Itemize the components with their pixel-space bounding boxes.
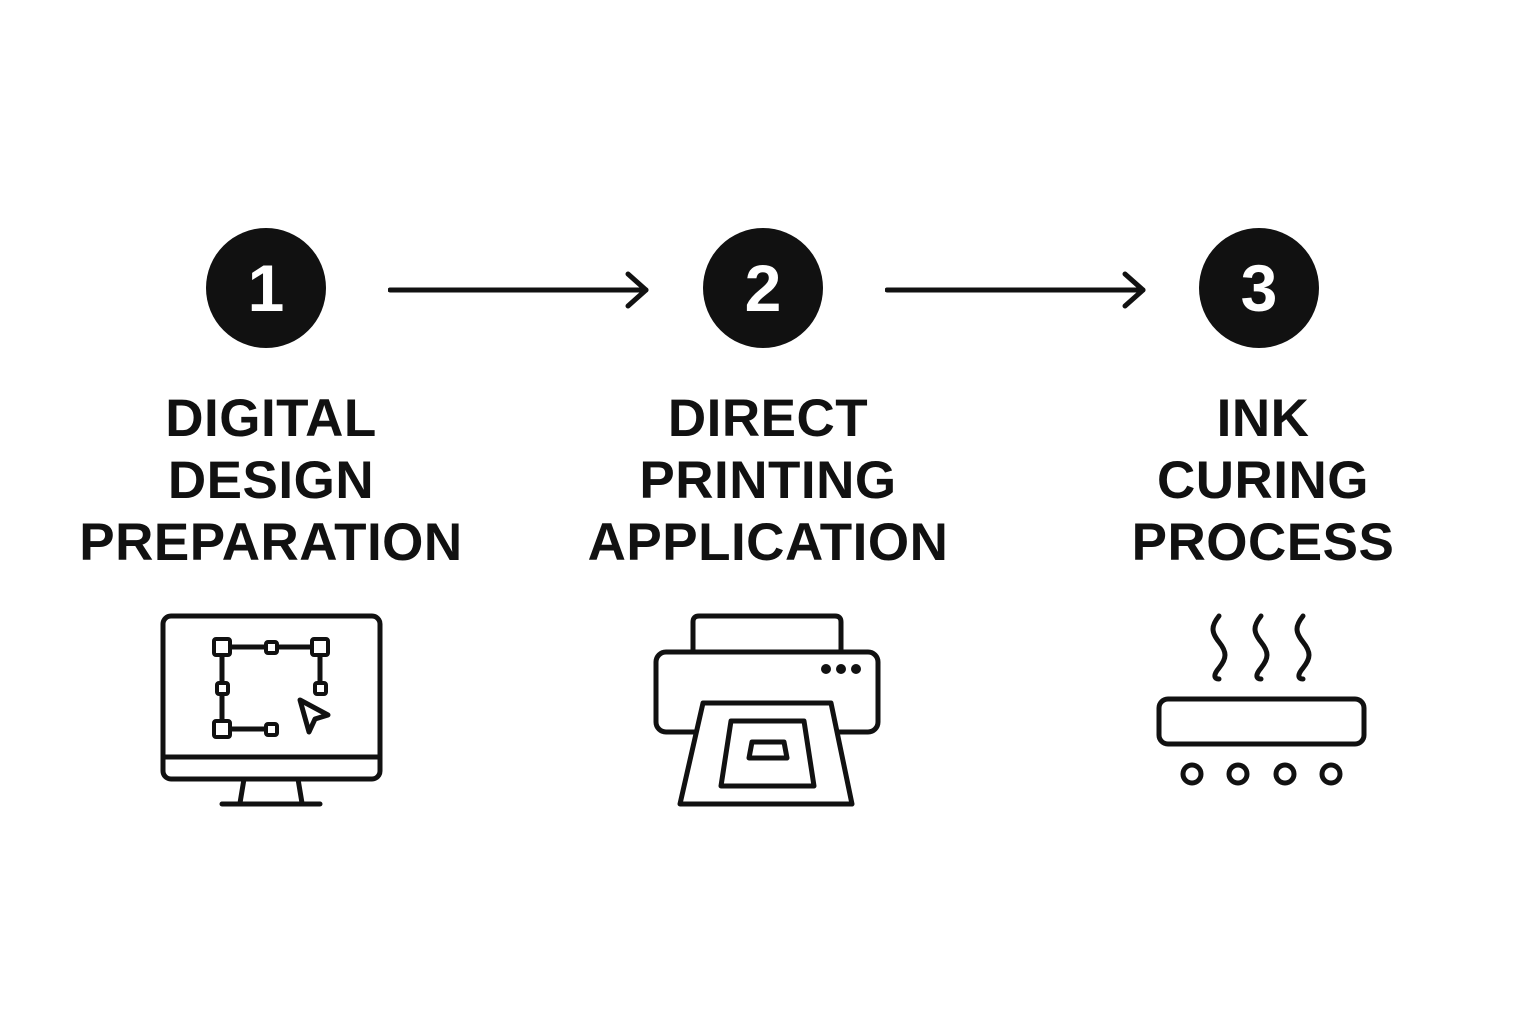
step-3-label-line-1: INK <box>1216 389 1310 448</box>
step-3-number: 3 <box>1240 251 1278 325</box>
step-3-label-line-2: CURING <box>1156 451 1370 510</box>
step-2-number-badge: 2 <box>703 228 823 348</box>
arrow-right-icon <box>388 271 649 309</box>
step-2-label-line-3: APPLICATION <box>587 513 949 572</box>
step-1-label-line-2: DESIGN <box>167 451 375 510</box>
step-1-number: 1 <box>247 251 285 325</box>
arrow-right-icon <box>885 271 1146 309</box>
step-1-label-line-1: DIGITAL <box>165 389 377 448</box>
step-3-label: INK CURING PROCESS <box>1043 388 1483 574</box>
step-1-number-badge: 1 <box>206 228 326 348</box>
step-2-label: DIRECT PRINTING APPLICATION <box>548 388 988 574</box>
step-3-label-line-3: PROCESS <box>1131 513 1395 572</box>
step-1-label-line-3: PREPARATION <box>79 513 463 572</box>
monitor-design-icon <box>160 613 383 807</box>
step-2-number: 2 <box>744 251 782 325</box>
printer-icon <box>653 613 881 807</box>
step-2-label-line-2: PRINTING <box>639 451 897 510</box>
step-1-label: DIGITAL DESIGN PREPARATION <box>51 388 491 574</box>
step-3-number-badge: 3 <box>1199 228 1319 348</box>
heat-dryer-icon <box>1156 613 1367 786</box>
step-2-label-line-1: DIRECT <box>667 389 869 448</box>
